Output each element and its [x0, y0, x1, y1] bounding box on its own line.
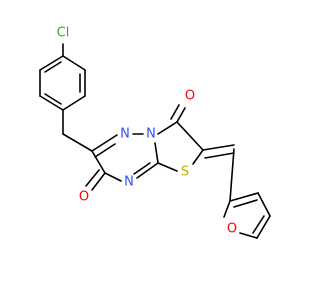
furan-ring: [223, 192, 271, 239]
chlorine-label: Cl: [57, 26, 70, 41]
bond: [239, 232, 258, 239]
nitrogen-1-label: N: [120, 127, 130, 142]
bond: [104, 172, 122, 182]
bond: [62, 55, 86, 71]
oxygen-bottom-label: O: [79, 190, 89, 205]
bond: [176, 107, 186, 123]
bond: [91, 134, 118, 152]
bond: [229, 148, 235, 202]
molecule-canvas: Cl O O O N N N S: [39, 25, 271, 239]
bond: [233, 199, 258, 208]
bond: [157, 121, 178, 135]
bond: [94, 143, 116, 158]
bond: [44, 93, 62, 105]
bond: [39, 55, 64, 71]
bond: [136, 162, 159, 179]
bond: [154, 142, 159, 164]
oxygen-top-label: O: [185, 89, 195, 104]
bond: [85, 169, 100, 187]
triazinone-ring: [85, 133, 159, 191]
bond: [62, 133, 93, 152]
bond: [256, 215, 271, 239]
bond: [39, 95, 64, 111]
bond: [252, 215, 265, 234]
bond: [204, 152, 235, 159]
nitrogen-2-label: N: [146, 127, 156, 142]
bond: [192, 149, 204, 165]
bond: [91, 172, 106, 191]
molecule-structure: Cl O O O N N N S: [39, 26, 271, 239]
bond: [133, 162, 151, 175]
bond: [176, 121, 204, 151]
bond: [62, 95, 86, 111]
bond: [223, 200, 231, 218]
bond: [157, 162, 178, 172]
bond: [229, 192, 259, 202]
bond: [257, 192, 271, 217]
sulfur-label: S: [181, 165, 189, 180]
bond: [91, 150, 106, 174]
nitrogen-3-label: N: [124, 175, 134, 190]
thiazolone-ring: [157, 104, 204, 172]
oxygen-furan-label: O: [227, 222, 237, 237]
bond: [170, 104, 180, 120]
bond: [202, 144, 235, 151]
chlorophenyl-ring: [39, 43, 86, 111]
bond: [44, 61, 62, 73]
